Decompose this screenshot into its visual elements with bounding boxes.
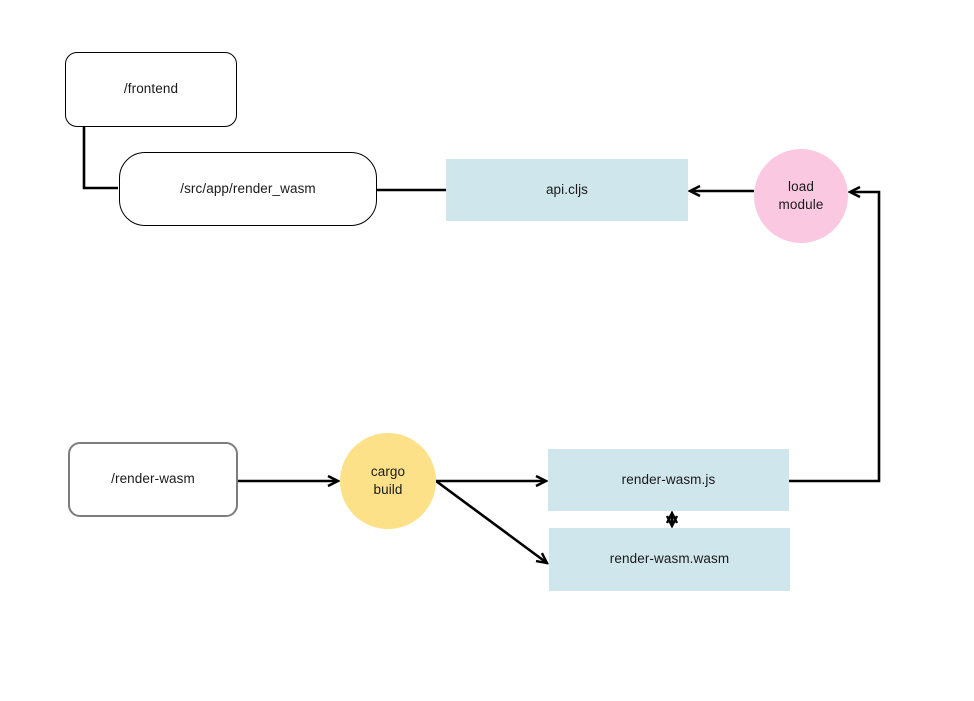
node-src-app-render-wasm-label: /src/app/render_wasm [180,180,316,196]
node-render-wasm-js: render-wasm.js [548,449,789,511]
node-src-app-render-wasm: /src/app/render_wasm [119,152,377,226]
node-render-wasm-wasm-label: render-wasm.wasm [609,551,730,567]
node-api-cljs: api.cljs [446,159,688,221]
node-render-wasm-dir: /render-wasm [68,442,238,517]
arrow-cargo-build-to-render-wasm-wasm [435,479,547,563]
node-load-module-label: load module [778,178,824,212]
node-render-wasm-dir-label: /render-wasm [111,471,195,487]
node-api-cljs-label: api.cljs [545,181,589,197]
node-render-wasm-js-label: render-wasm.js [621,471,716,487]
node-render-wasm-wasm: render-wasm.wasm [549,528,790,591]
node-frontend: /frontend [65,52,237,127]
node-load-module: load module [754,149,848,243]
node-cargo-build-label: cargo build [370,463,406,497]
node-cargo-build: cargo build [340,433,436,529]
node-frontend-label: /frontend [123,81,179,97]
edge-frontend-to-src [82,127,118,190]
